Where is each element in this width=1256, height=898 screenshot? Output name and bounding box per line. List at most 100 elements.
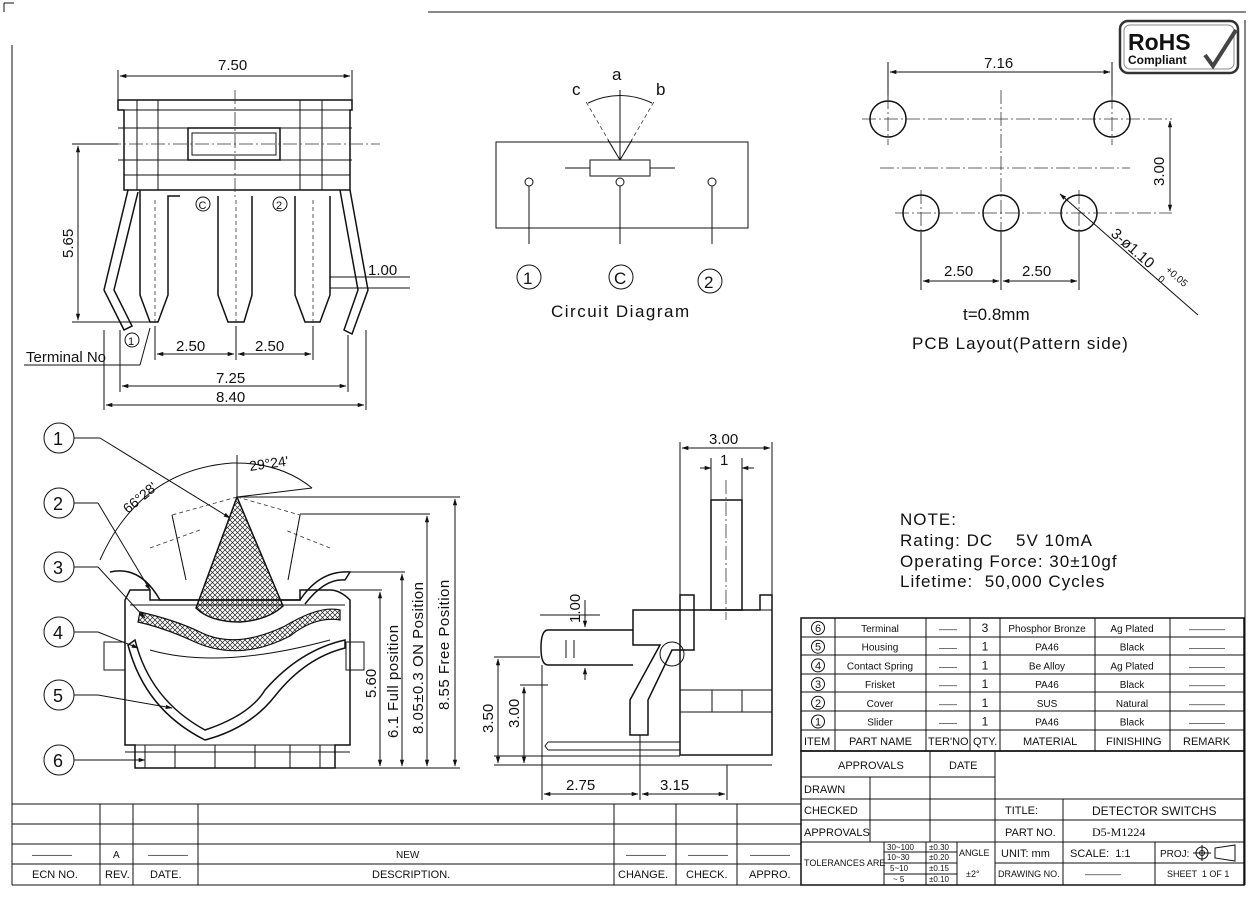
bom-qty: 1	[982, 715, 989, 729]
bom-finishing: Black	[1120, 680, 1145, 691]
bom-header-material: MATERIAL	[1023, 736, 1077, 748]
circuit-label-c: c	[572, 80, 581, 99]
circuit-pin-1: 1	[523, 269, 532, 288]
bom-material: SUS	[1037, 699, 1058, 710]
tb-tolerances: TOLERANCES ARE	[804, 858, 885, 868]
bom-part-name: Frisket	[865, 680, 895, 691]
dim-7-25: 7.25	[216, 370, 245, 387]
rev-header-appro: APPRO.	[749, 869, 791, 881]
dim-8-40: 8.40	[216, 389, 245, 406]
rev-row-rev: A	[113, 850, 120, 861]
side-dim-2-75: 2.75	[566, 777, 595, 794]
bom-header-part-name: PART NAME	[849, 736, 912, 748]
tb-unit: UNIT: mm	[1001, 848, 1050, 860]
projection-symbol-icon	[1193, 844, 1236, 862]
section-view: 29°24' 66°28' 5.60 6.1 Full position 8.0…	[43, 422, 460, 776]
bom-remark: ————	[1189, 643, 1225, 653]
bom-item: 5	[815, 642, 821, 654]
circuit-label-b: b	[656, 80, 665, 99]
rohs-logo: RoHS Compliant	[1118, 19, 1240, 75]
tb-drawing-no: DRAWING NO.	[998, 869, 1060, 879]
compliant-text: Compliant	[1128, 53, 1187, 67]
note-rating: Rating: DC 5V 10mA	[900, 531, 1093, 550]
bom-qty: 1	[982, 677, 989, 691]
terminal-no-label: Terminal No	[26, 349, 106, 366]
tb-angle: ANGLE	[959, 848, 990, 858]
pcb-dim-2-50-left: 2.50	[944, 263, 973, 280]
pcb-tol-plus: +0.05	[1163, 265, 1190, 290]
tb-tol-range-4: ~ 5	[893, 875, 905, 884]
pin-2-top: 2	[276, 200, 282, 212]
bom-remark: ————	[1189, 699, 1225, 709]
revision-block: ———— A ———— NEW ———— ———— ———— ECN NO. R…	[12, 803, 801, 885]
tb-title-value: DETECTOR SWITCHS	[1092, 804, 1216, 818]
dim-5-65: 5.65	[60, 229, 77, 258]
bom-ter-no: ——	[939, 718, 957, 728]
bom-finishing: Black	[1120, 643, 1145, 654]
bom-qty: 1	[982, 696, 989, 710]
title-block: APPROVALS DATE DRAWN CHECKED APPROVALS T…	[800, 750, 1245, 886]
bom-header-qty: QTY.	[973, 736, 997, 748]
bom-item-circle	[811, 658, 825, 673]
pcb-dim-3-00: 3.00	[1151, 157, 1168, 186]
pcb-caption: PCB Layout(Pattern side)	[912, 334, 1129, 353]
tb-tol-val-1: ±0.30	[929, 843, 950, 852]
bom-qty: 1	[982, 658, 989, 672]
bom-material: PA46	[1035, 680, 1059, 691]
tb-tol-range-1: 30~100	[887, 843, 914, 852]
angle-29-24: 29°24'	[248, 453, 289, 474]
callout-4: 4	[53, 623, 63, 643]
rev-row-change: ————	[626, 850, 666, 861]
side-dim-3-50: 3.50	[480, 704, 497, 733]
side-view: 3.00 1 1.00 3.50 3.00	[480, 431, 773, 800]
bom-finishing: Black	[1120, 718, 1145, 729]
tb-title-label: TITLE:	[1005, 805, 1038, 817]
tb-part-value: D5-M1224	[1092, 825, 1145, 839]
bom-item: 4	[815, 660, 821, 672]
tb-tol-val-2: ±0.20	[929, 853, 950, 862]
pcb-hole-note: 3-ø1.10	[1107, 225, 1157, 272]
tb-tol-val-3: ±0.15	[929, 864, 950, 873]
note-force: Operating Force: 30±10gf	[900, 552, 1118, 571]
bom-item-circle	[811, 677, 825, 692]
notes: NOTE: Rating: DC 5V 10mA Operating Force…	[900, 510, 1118, 591]
bom-part-name: Terminal	[861, 624, 899, 635]
bom-item: 1	[815, 717, 821, 729]
bom-part-name: Cover	[867, 699, 894, 710]
tb-date-head: DATE	[949, 760, 978, 772]
bom-ter-no: ——	[939, 624, 957, 634]
callout-1: 1	[53, 429, 63, 449]
rev-row-ecn: ————	[32, 850, 72, 861]
tb-angle-tol: ±2°	[966, 869, 980, 879]
bom-ter-no: ——	[939, 661, 957, 671]
pin-c-top: C	[199, 200, 207, 212]
rev-row-desc: NEW	[396, 850, 420, 861]
rev-header-desc: DESCRIPTION.	[372, 869, 450, 881]
bom-material: Phosphor Bronze	[1008, 624, 1086, 635]
circuit-pin-2: 2	[704, 273, 713, 292]
dim-full-position: 6.1 Full position	[385, 624, 402, 738]
side-dim-3-15: 3.15	[660, 777, 689, 794]
callout-6: 6	[53, 751, 63, 771]
bom-finishing: Ag Plated	[1110, 661, 1153, 672]
bom-material: Be Alloy	[1029, 661, 1065, 672]
tb-drawing-no-value: ————	[1085, 869, 1121, 879]
bom-ter-no: ——	[939, 643, 957, 653]
tb-checked: CHECKED	[804, 805, 858, 817]
bom-part-name: Housing	[862, 643, 899, 654]
pcb-layout: 7.16 3.00 2.50 2.50 3-ø1.10 +0.05 0 t=0.…	[862, 55, 1199, 353]
bom-item: 6	[815, 623, 821, 635]
bom-qty: 1	[982, 640, 989, 654]
tb-approvals: APPROVALS	[804, 827, 870, 839]
circuit-pin-c: C	[614, 269, 626, 288]
circuit-label-a: a	[612, 65, 622, 84]
angle-66-28: 66°28'	[120, 479, 160, 517]
rev-row-check: ————	[688, 850, 728, 861]
bom-header-item: ITEM	[804, 736, 830, 748]
rev-header-date: DATE.	[150, 869, 182, 881]
bom-item-circle	[811, 695, 825, 710]
sheet-frame	[3, 2, 1246, 886]
bom-finishing: Natural	[1116, 699, 1148, 710]
